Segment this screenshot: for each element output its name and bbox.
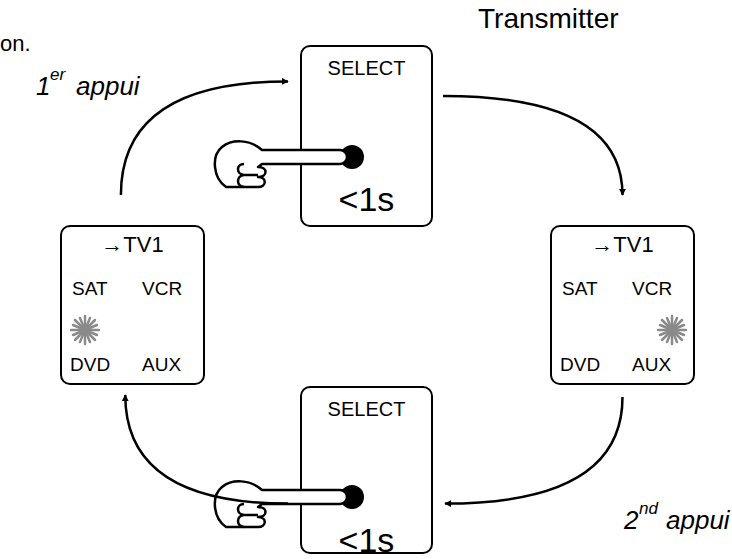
cut-text: on. [0,32,31,56]
box-text: SAT [562,279,598,300]
box-text: SAT [72,279,108,300]
blink-star [71,316,99,344]
box-text: AUX [632,355,671,376]
select-button-box: SELECT<1s [300,386,433,554]
box-text: VCR [632,279,672,300]
button-dot [340,145,364,169]
box-text: DVD [70,355,110,376]
pointing-hand [215,481,347,527]
box-heading: →TV1 [62,233,203,257]
diagram-title: Transmitter [478,4,619,35]
box-text: <1s [302,181,431,218]
press-label: appui [76,72,140,101]
box-heading: →TV1 [552,233,693,257]
display-box: →TV1SAT VCR DVD AUX [550,225,695,385]
box-text: AUX [142,355,181,376]
box-text: <1s [302,522,431,559]
press-number: 1 [36,72,50,101]
cycle-arrow [443,96,623,195]
box-heading: SELECT [302,398,431,420]
cycle-arrow [125,395,288,504]
box-heading: SELECT [302,57,431,79]
press-number: 2 [624,506,638,535]
press-label: appui [666,506,730,535]
pointing-hand [215,141,347,187]
ordinal-suffix: er [50,66,65,85]
blink-star [658,316,686,344]
cycle-arrow [445,397,623,504]
box-text: DVD [560,355,600,376]
box-text: VCR [142,279,182,300]
button-dot [340,485,364,509]
ordinal-suffix: nd [639,500,658,519]
cycle-arrow [121,81,288,195]
display-box: →TV1SAT VCR DVD AUX [60,225,205,385]
select-button-box: SELECT <1s [300,45,433,227]
